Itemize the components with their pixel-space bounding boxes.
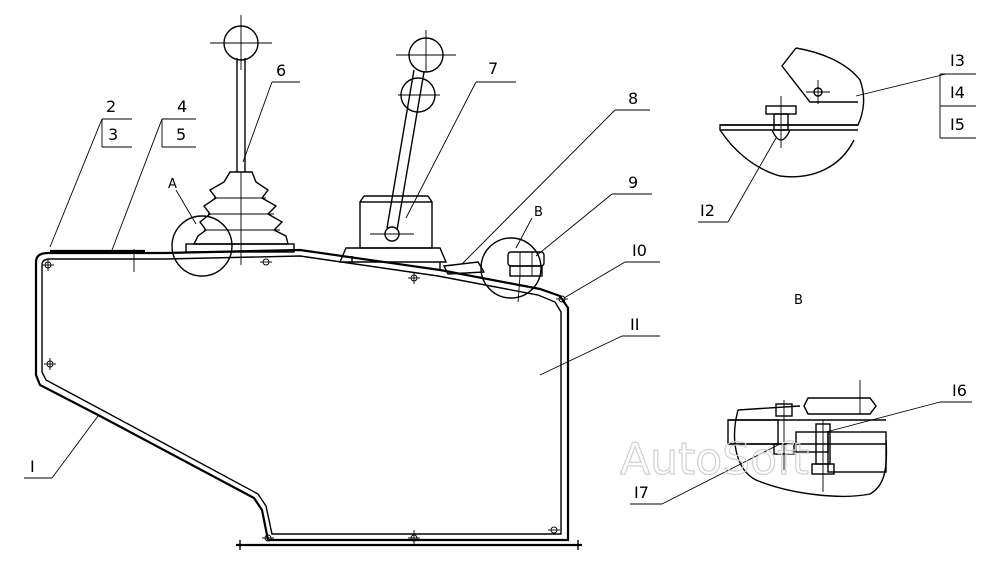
callout-2: 2 [106, 97, 116, 116]
fitting-9-assembly [480, 237, 545, 303]
callout-I0: I0 [632, 241, 647, 260]
lever-7-assembly [338, 30, 456, 270]
callout-8: 8 [628, 89, 638, 108]
callout-6: 6 [276, 61, 286, 80]
detail-view-a [698, 47, 976, 223]
callout-I5: I5 [950, 115, 965, 134]
callout-5: 5 [176, 125, 186, 144]
callout-I7: I7 [634, 483, 649, 502]
callout-4: 4 [177, 97, 187, 116]
callout-7: 7 [488, 59, 498, 78]
callout-II: II [630, 315, 639, 334]
leader-lines [24, 81, 660, 479]
callout-I: I [30, 457, 35, 476]
detail-label-b: B [534, 205, 543, 220]
housing-body [34, 248, 582, 550]
callout-9: 9 [628, 173, 638, 192]
callout-I3: I3 [950, 51, 965, 70]
view-label-b: B [794, 293, 803, 308]
callout-I6: I6 [952, 381, 967, 400]
callout-I2: I2 [700, 201, 715, 220]
detail-label-a: A [168, 177, 177, 192]
lever-6-assembly [171, 15, 295, 277]
cover-plate-8 [442, 261, 486, 275]
callout-I4: I4 [950, 83, 965, 102]
detail-view-b [630, 380, 972, 505]
callout-labels: 2 3 4 5 6 7 8 9 I0 II I I3 I4 I5 I2 I6 I… [30, 51, 967, 502]
watermark: AutoSoft [620, 434, 809, 485]
callout-3: 3 [108, 125, 118, 144]
